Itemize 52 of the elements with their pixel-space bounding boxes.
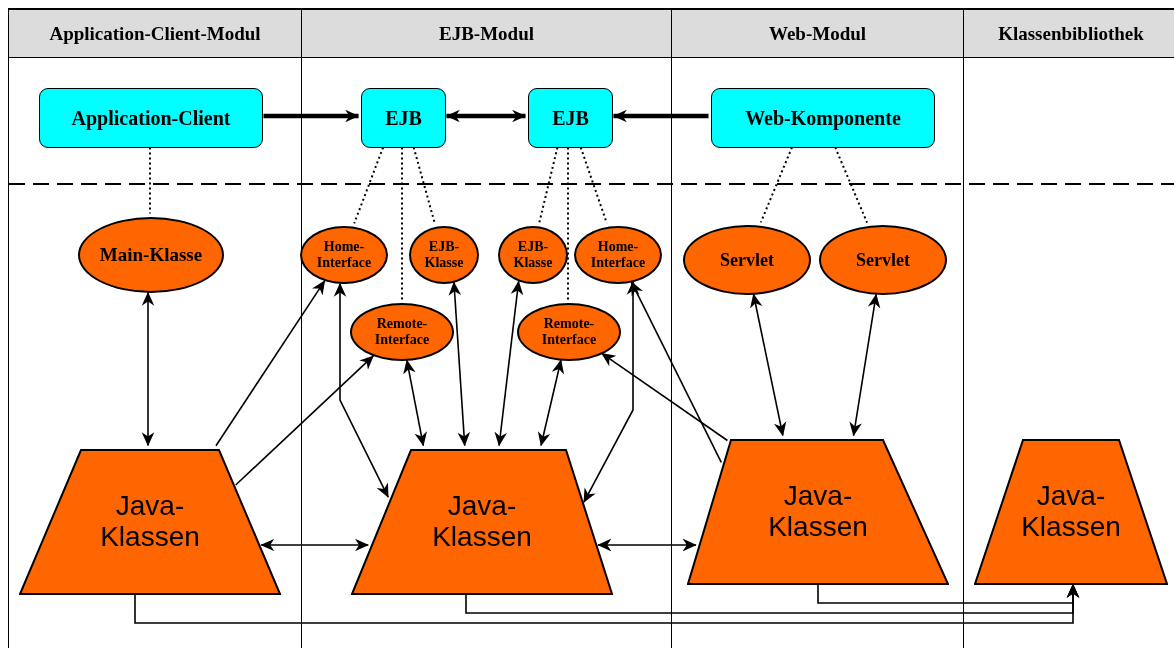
arrow: [263, 109, 360, 123]
class-ellipse: Remote-Interface: [517, 303, 621, 361]
arrow: [630, 281, 723, 464]
column-header: Web-Modul: [672, 10, 963, 58]
arrow: [601, 352, 729, 442]
component-box: Web-Komponente: [711, 88, 935, 148]
dotted-line: [412, 146, 436, 225]
component-box: EJB: [528, 88, 613, 148]
module-column: [301, 8, 671, 648]
column-header: EJB-Modul: [302, 10, 671, 58]
class-trapezoid: Java-Klassen: [19, 449, 281, 595]
class-ellipse: EJB-Klasse: [498, 226, 568, 284]
module-column: [671, 8, 963, 648]
arrow: [141, 291, 155, 447]
arrow: [494, 280, 524, 447]
class-ellipse: Home-Interface: [574, 226, 662, 284]
class-ellipse: EJB-Klasse: [409, 226, 479, 284]
column-header: Klassenbibliothek: [964, 10, 1174, 58]
class-ellipse: Servlet: [683, 225, 811, 295]
module-column: [963, 8, 1174, 648]
component-box: EJB: [361, 88, 446, 148]
arrow: [849, 293, 881, 437]
dotted-line: [353, 146, 385, 225]
class-ellipse: Remote-Interface: [350, 303, 454, 361]
arrow: [537, 359, 565, 447]
arrow: [260, 538, 370, 552]
arrow: [445, 109, 527, 123]
class-trapezoid: Java-Klassen: [351, 449, 613, 595]
column-header: Application-Client-Modul: [9, 10, 301, 58]
dotted-line: [149, 146, 151, 215]
arrow: [597, 538, 697, 552]
class-trapezoid: Java-Klassen: [974, 439, 1168, 585]
class-ellipse: Servlet: [819, 225, 947, 295]
class-ellipse: Main-Klasse: [78, 217, 224, 293]
arrow: [612, 109, 709, 123]
arrow: [583, 280, 640, 503]
dotted-line: [567, 146, 569, 301]
class-trapezoid: Java-Klassen: [687, 439, 949, 585]
arrow: [234, 355, 375, 486]
class-ellipse: Home-Interface: [300, 226, 388, 284]
arrow: [817, 583, 1080, 604]
dotted-line: [538, 146, 559, 225]
module-column: [8, 8, 301, 648]
component-box: Application-Client: [39, 88, 263, 148]
arrow: [750, 293, 787, 437]
arrow: [333, 282, 389, 498]
dotted-line: [401, 146, 403, 301]
arrow: [215, 280, 326, 447]
dotted-line: [834, 146, 868, 224]
arrow: [403, 359, 427, 447]
arrow: [448, 281, 471, 447]
dotted-line: [759, 146, 793, 224]
